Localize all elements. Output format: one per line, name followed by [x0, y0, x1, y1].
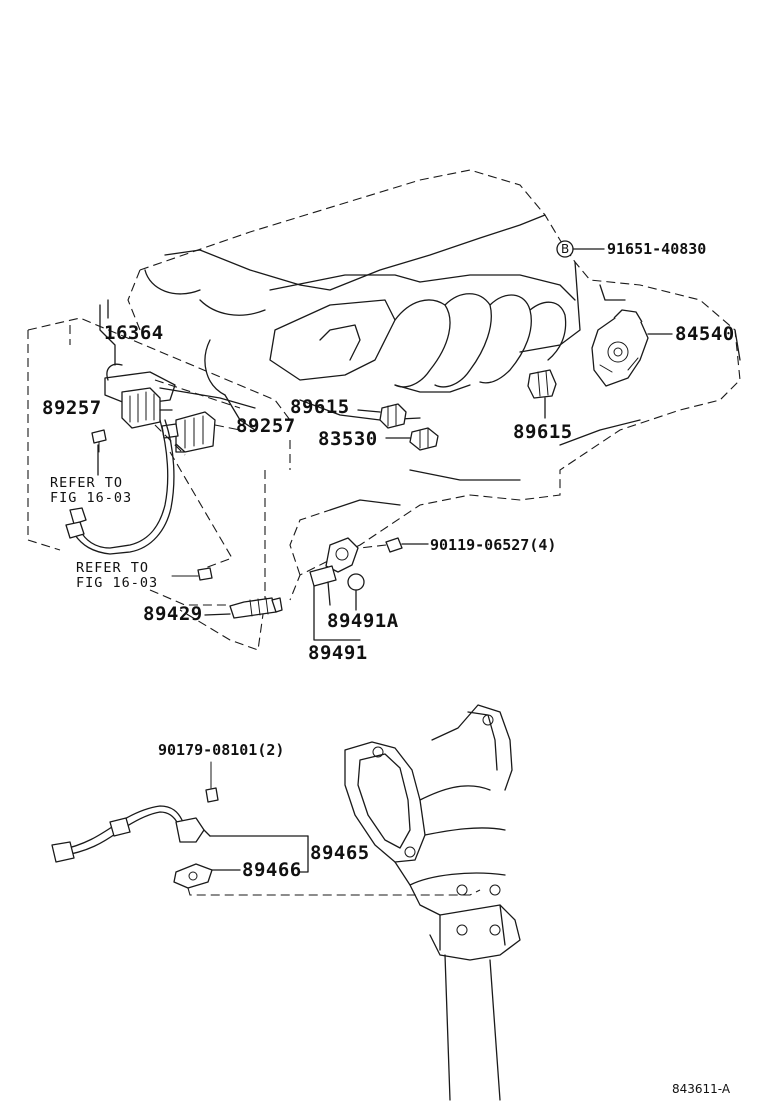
- sensor-83530: [385, 427, 439, 451]
- exhaust-manifold: [344, 704, 521, 1101]
- label-89257-right: 89257: [236, 415, 296, 437]
- label-91651: 91651-40830: [607, 240, 706, 258]
- vacuum-sensor-89257-right: [161, 411, 216, 453]
- sensor-89615-right: [527, 369, 557, 419]
- gasket-89466: [173, 863, 241, 889]
- refer-notes: REFER TO FIG 16-03 REFER TO FIG 16-03: [50, 475, 158, 591]
- sensor-89429: [204, 597, 283, 619]
- oring-89491A: [347, 573, 365, 611]
- label-89465: 89465: [310, 842, 370, 864]
- dashed-connector-lines: [149, 424, 241, 606]
- label-89257-left: 89257: [42, 397, 102, 419]
- label-89615-right: 89615: [513, 421, 573, 443]
- bolt-refer-lower: [171, 567, 213, 581]
- figure-reference: 843611-A: [672, 1082, 731, 1096]
- refer-note-2-line2: FIG 16-03: [76, 575, 158, 591]
- label-89491: 89491: [308, 642, 368, 664]
- refer-note-1-line1: REFER TO: [50, 475, 123, 491]
- label-83530: 83530: [318, 428, 378, 450]
- sensor-89615-left: [357, 403, 407, 429]
- label-90179: 90179-08101(2): [158, 741, 284, 759]
- part-labels: 16364 89257 89257 89615 83530 89615 9165…: [42, 240, 735, 881]
- label-16364: 16364: [104, 322, 164, 344]
- bolt-90119: [359, 537, 429, 553]
- label-89466: 89466: [242, 859, 302, 881]
- vacuum-sensor-89257-left: [121, 387, 173, 429]
- oxygen-sensor-leaders: [187, 835, 481, 896]
- oxygen-sensor-89465: [51, 805, 211, 863]
- bolt-90179: [205, 761, 219, 803]
- bracket-panel-outline: [27, 317, 291, 651]
- throttle-sensor-84540: [591, 309, 673, 387]
- engine-wire-harness: [65, 419, 175, 555]
- crank-sensor-89491: [309, 537, 361, 641]
- label-89615-left: 89615: [290, 396, 350, 418]
- refer-note-2-line1: REFER TO: [76, 560, 149, 576]
- label-89491A: 89491A: [327, 610, 399, 632]
- label-90119: 90119-06527(4): [430, 536, 556, 554]
- marker-b: B: [556, 240, 605, 258]
- bolt-left-upper: [91, 429, 107, 476]
- marker-b-letter: B: [561, 242, 569, 256]
- label-84540: 84540: [675, 323, 735, 345]
- refer-note-1-line2: FIG 16-03: [50, 490, 132, 506]
- label-89429: 89429: [143, 603, 203, 625]
